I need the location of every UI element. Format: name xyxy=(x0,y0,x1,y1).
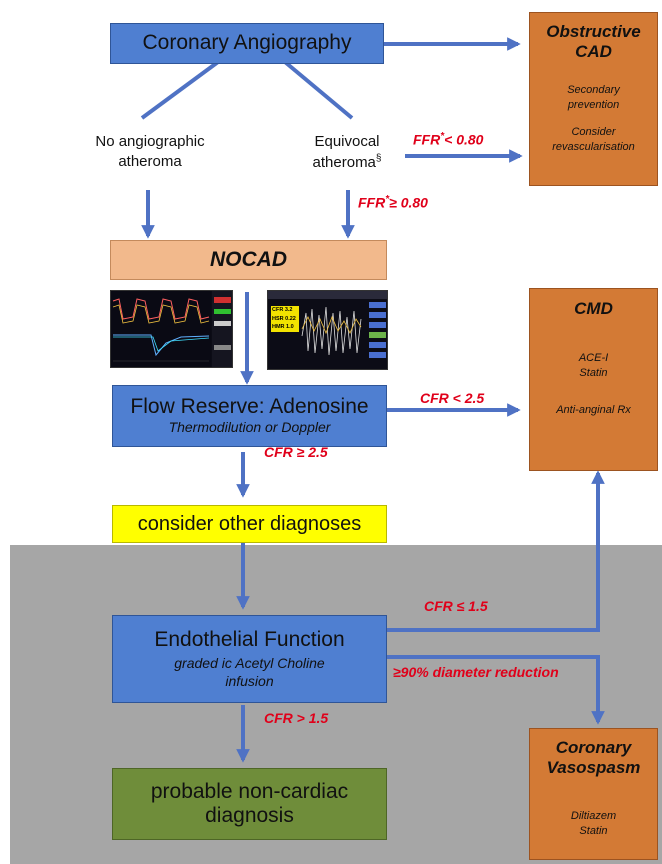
ffr-lt-mark: * xyxy=(440,131,445,142)
obstructive-line-4: revascularisation xyxy=(552,141,635,154)
nocad-label: NOCAD xyxy=(210,247,287,271)
arrow-endothelial-to-vasospasm xyxy=(387,655,605,725)
endothelial-subtitle-1: graded ic Acetyl Choline xyxy=(174,655,325,672)
non-cardiac-line-1: probable non-cardiac xyxy=(150,779,349,803)
ffr-ge-prefix: FFR xyxy=(358,194,386,211)
cfr-lt-25-label: CFR < 2.5 xyxy=(420,390,485,406)
doppler-readout: CFR 3.2 HSR 0.22 HMR 1.0 xyxy=(271,306,299,332)
ffr-ge-suffix: ≥ 0.80 xyxy=(389,194,428,211)
vasospasm-title-1: Coronary xyxy=(555,738,632,757)
no-angiographic-atheroma-label: No angiographic atheroma xyxy=(60,132,240,171)
coronary-vasospasm-box: Coronary Vasospasm Diltiazem Statin xyxy=(529,728,658,860)
obstructive-cad-box: Obstructive CAD Secondary prevention Con… xyxy=(529,12,658,186)
equivocal-line-2: atheroma xyxy=(312,153,376,171)
obstructive-line-3: Consider xyxy=(571,126,616,139)
cmd-line-3: Anti-anginal Rx xyxy=(556,404,631,417)
doppler-readout-row-1: CFR 3.2 xyxy=(272,307,293,313)
cfr-le-15-label: CFR ≤ 1.5 xyxy=(424,598,488,614)
no-atheroma-line-1: No angiographic xyxy=(95,133,205,150)
doppler-trace-image: CFR 3.2 HSR 0.22 HMR 1.0 xyxy=(267,290,388,370)
non-cardiac-diagnosis-box: probable non-cardiac diagnosis xyxy=(112,768,387,840)
diameter-reduction-label: ≥90% diameter reduction xyxy=(393,664,559,680)
ffr-ge-mark: * xyxy=(385,194,390,205)
cmd-title: CMD xyxy=(574,299,613,318)
flow-reserve-title: Flow Reserve: Adenosine xyxy=(130,395,369,419)
cmd-line-2: Statin xyxy=(579,367,608,380)
obstructive-line-2: prevention xyxy=(567,98,620,111)
cmd-line-1: ACE-I xyxy=(578,352,609,365)
flow-reserve-subtitle: Thermodilution or Doppler xyxy=(168,419,331,436)
other-diagnoses-label: consider other diagnoses xyxy=(137,512,362,535)
equivocal-atheroma-label: Equivocal atheroma§ xyxy=(282,132,412,172)
obstructive-line-1: Secondary xyxy=(567,83,620,96)
ffr-ge-label: FFR*≥ 0.80 xyxy=(358,194,428,211)
ffr-lt-label: FFR*< 0.80 xyxy=(413,131,483,148)
flow-reserve-box: Flow Reserve: Adenosine Thermodilution o… xyxy=(112,385,387,447)
cmd-box: CMD ACE-I Statin Anti-anginal Rx xyxy=(529,288,658,471)
ffr-lt-suffix: < 0.80 xyxy=(444,131,484,148)
equivocal-mark: § xyxy=(375,152,382,164)
coronary-angiography-box: Coronary Angiography xyxy=(110,23,384,64)
cfr-ge-25-label: CFR ≥ 2.5 xyxy=(264,444,328,460)
obstructive-title-1: Obstructive xyxy=(546,22,641,41)
ffr-lt-prefix: FFR xyxy=(413,131,441,148)
endothelial-function-box: Endothelial Function graded ic Acetyl Ch… xyxy=(112,615,387,703)
obstructive-title-2: CAD xyxy=(575,42,612,62)
cfr-gt-15-label: CFR > 1.5 xyxy=(264,710,329,726)
non-cardiac-line-2: diagnosis xyxy=(205,804,294,827)
no-atheroma-line-2: atheroma xyxy=(118,152,182,170)
endothelial-subtitle-2: infusion xyxy=(225,672,274,689)
vasospasm-line-1: Diltiazem xyxy=(570,809,617,822)
equivocal-line-1: Equivocal xyxy=(314,133,380,150)
other-diagnoses-box: consider other diagnoses xyxy=(112,505,387,543)
arrow-angio-to-no-atheroma xyxy=(140,60,220,120)
doppler-readout-row-2: HSR 0.22 xyxy=(272,315,296,322)
doppler-readout-row-3: HMR 1.0 xyxy=(272,324,294,330)
endothelial-title: Endothelial Function xyxy=(154,627,345,651)
arrow-endothelial-to-cmd xyxy=(387,470,605,632)
vasospasm-title-2: Vasospasm xyxy=(546,758,641,778)
nocad-box: NOCAD xyxy=(110,240,387,280)
coronary-angiography-label: Coronary Angiography xyxy=(142,31,352,55)
thermodilution-trace-image xyxy=(110,290,233,368)
arrow-angio-to-equivocal xyxy=(283,60,354,120)
vasospasm-line-2: Statin xyxy=(579,824,608,837)
doppler-header-bar xyxy=(268,291,387,299)
